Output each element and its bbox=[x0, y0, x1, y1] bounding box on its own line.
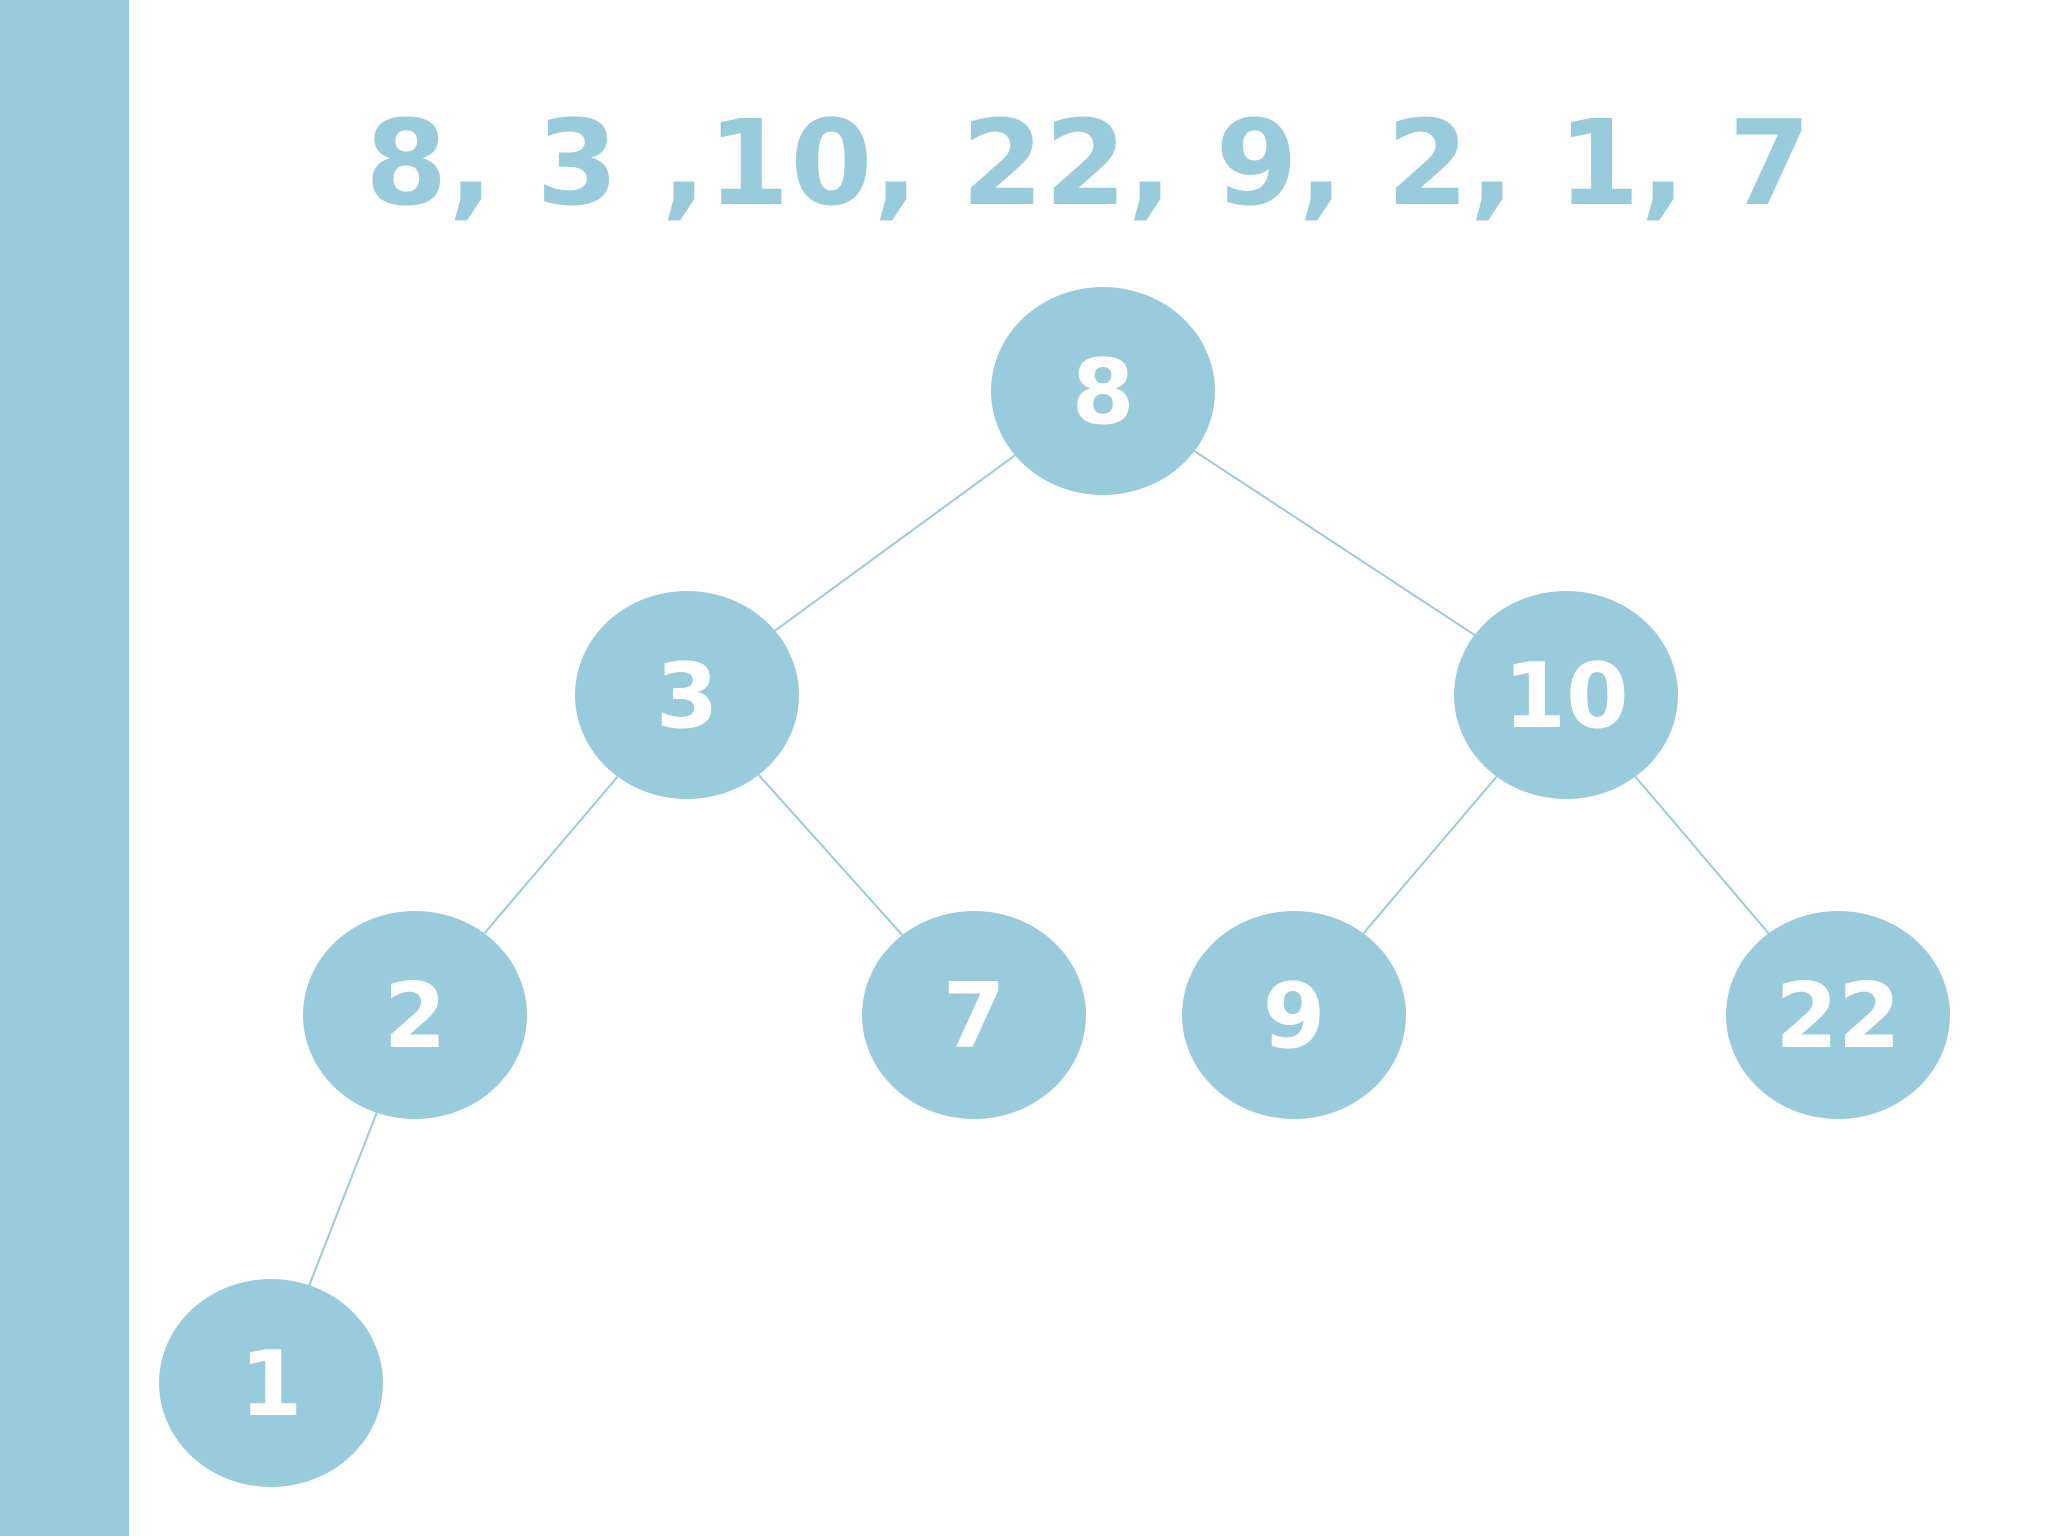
tree-node-label: 7 bbox=[943, 964, 1006, 1069]
tree-edges bbox=[308, 450, 1770, 1286]
side-accent-bar bbox=[0, 0, 129, 1536]
tree-node-circle bbox=[1182, 911, 1406, 1119]
tree-node-circle bbox=[159, 1279, 383, 1487]
tree-node-3: 3 bbox=[575, 591, 799, 799]
tree-node-label: 8 bbox=[1072, 340, 1135, 445]
tree-node-10: 10 bbox=[1454, 591, 1678, 799]
tree-node-circle bbox=[862, 911, 1086, 1119]
tree-node-circle bbox=[575, 591, 799, 799]
tree-node-circle bbox=[1726, 911, 1950, 1119]
tree-node-label: 10 bbox=[1503, 644, 1628, 749]
tree-node-7: 7 bbox=[862, 911, 1086, 1119]
tree-node-label: 22 bbox=[1775, 964, 1900, 1069]
tree-node-circle bbox=[1454, 591, 1678, 799]
tree-node-label: 1 bbox=[240, 1332, 303, 1437]
tree-node-label: 3 bbox=[656, 644, 719, 749]
tree-node-2: 2 bbox=[303, 911, 527, 1119]
tree-node-circle bbox=[991, 287, 1215, 495]
tree-node-1: 1 bbox=[159, 1279, 383, 1487]
tree-node-circle bbox=[303, 911, 527, 1119]
tree-edge-2-1 bbox=[308, 1112, 378, 1286]
tree-node-9: 9 bbox=[1182, 911, 1406, 1119]
tree-edge-8-3 bbox=[774, 454, 1016, 632]
tree-node-label: 2 bbox=[384, 964, 447, 1069]
insertion-sequence: 8, 3 ,10, 22, 9, 2, 1, 7 bbox=[365, 94, 1812, 232]
tree-node-8: 8 bbox=[991, 287, 1215, 495]
tree-edge-10-9 bbox=[1362, 775, 1498, 935]
tree-edge-10-22 bbox=[1634, 775, 1770, 935]
tree-node-22: 22 bbox=[1726, 911, 1950, 1119]
tree-edge-3-2 bbox=[483, 775, 619, 935]
tree-edge-8-10 bbox=[1193, 450, 1476, 636]
tree-nodes: 8 3 10 2 7 9 22 1 bbox=[159, 287, 1950, 1487]
tree-node-label: 9 bbox=[1263, 964, 1326, 1069]
tree-edge-3-7 bbox=[757, 774, 904, 936]
